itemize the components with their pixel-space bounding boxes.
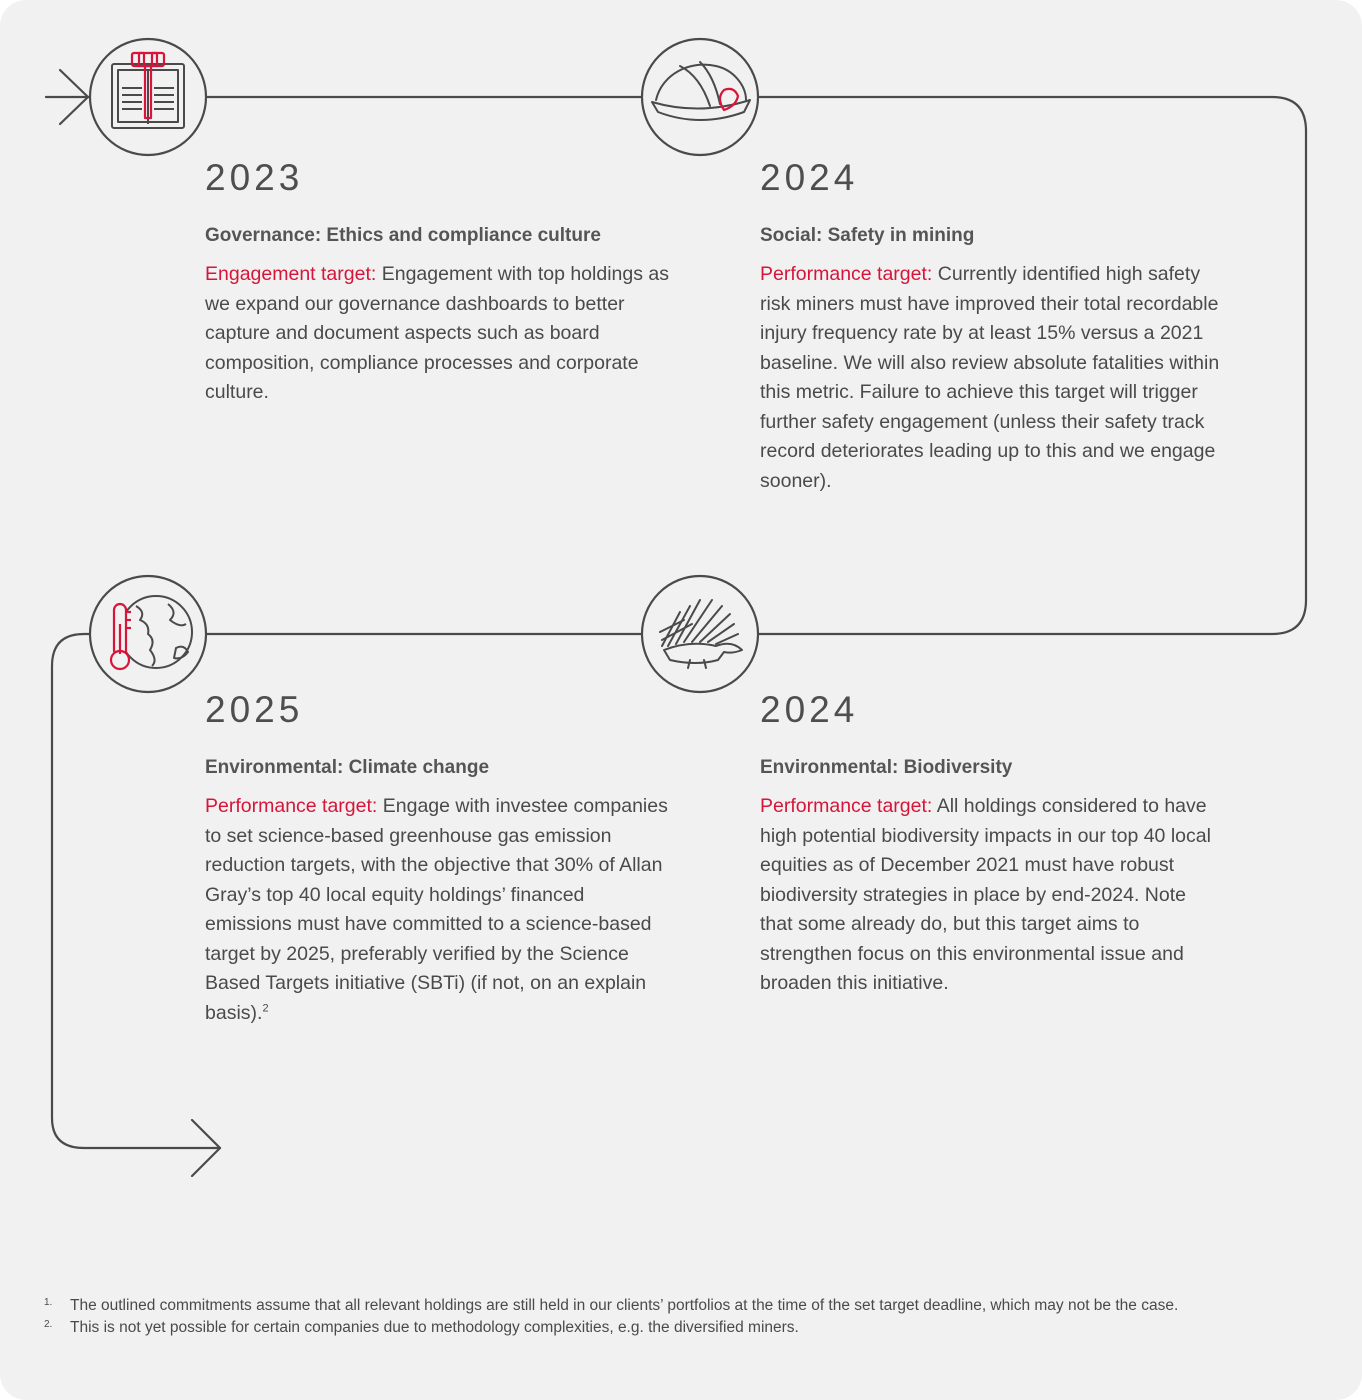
target-label: Performance target: (760, 795, 933, 817)
milestone-2024-safety: 2024 Social: Safety in mining Performanc… (760, 158, 1230, 496)
milestone-year: 2025 (205, 689, 304, 730)
target-label: Engagement target: (205, 263, 377, 285)
milestone-2024-biodiversity: 2024 Environmental: Biodiversity Perform… (760, 690, 1220, 999)
footnote-ref: 2 (262, 1002, 269, 1014)
target-text: Engage with investee companies to set sc… (205, 795, 668, 1024)
milestone-year: 2023 (205, 157, 304, 198)
footnote-number: 1. (44, 1297, 53, 1308)
milestone-heading: Governance: Ethics and compliance cultur… (205, 225, 601, 246)
milestone-description: Performance target: All holdings conside… (760, 792, 1220, 999)
hard-hat-icon (640, 37, 760, 157)
footnote-text: This is not yet possible for certain com… (70, 1319, 799, 1336)
milestone-2025-climate: 2025 Environmental: Climate change Perfo… (205, 690, 675, 1028)
target-label: Performance target: (205, 795, 378, 817)
gavel-book-icon (88, 37, 208, 157)
footnote: 2. This is not yet possible for certain … (44, 1318, 1304, 1338)
target-text: Engagement with top holdings as we expan… (205, 263, 669, 403)
globe-thermometer-icon (88, 574, 208, 694)
milestone-description: Engagement target: Engagement with top h… (205, 260, 685, 408)
porcupine-icon (640, 574, 760, 694)
milestone-year: 2024 (760, 689, 859, 730)
milestone-description: Performance target: Currently identified… (760, 260, 1230, 496)
milestone-2023-governance: 2023 Governance: Ethics and compliance c… (205, 158, 685, 408)
footnote: 1. The outlined commitments assume that … (44, 1296, 1304, 1316)
footnote-number: 2. (44, 1319, 53, 1330)
exit-arrow-icon (190, 1118, 222, 1178)
target-label: Performance target: (760, 263, 933, 285)
milestone-heading: Environmental: Climate change (205, 757, 490, 778)
milestone-heading: Environmental: Biodiversity (760, 757, 1013, 778)
target-text: Currently identified high safety risk mi… (760, 263, 1220, 492)
milestone-year: 2024 (760, 157, 859, 198)
target-text: All holdings considered to have high pot… (760, 795, 1211, 994)
milestone-heading: Social: Safety in mining (760, 225, 975, 246)
timeline-path (50, 95, 1308, 1150)
footnote-text: The outlined commitments assume that all… (70, 1297, 1179, 1314)
milestone-description: Performance target: Engage with investee… (205, 792, 675, 1028)
footnotes: 1. The outlined commitments assume that … (44, 1296, 1304, 1340)
entry-arrow-icon (44, 68, 92, 126)
